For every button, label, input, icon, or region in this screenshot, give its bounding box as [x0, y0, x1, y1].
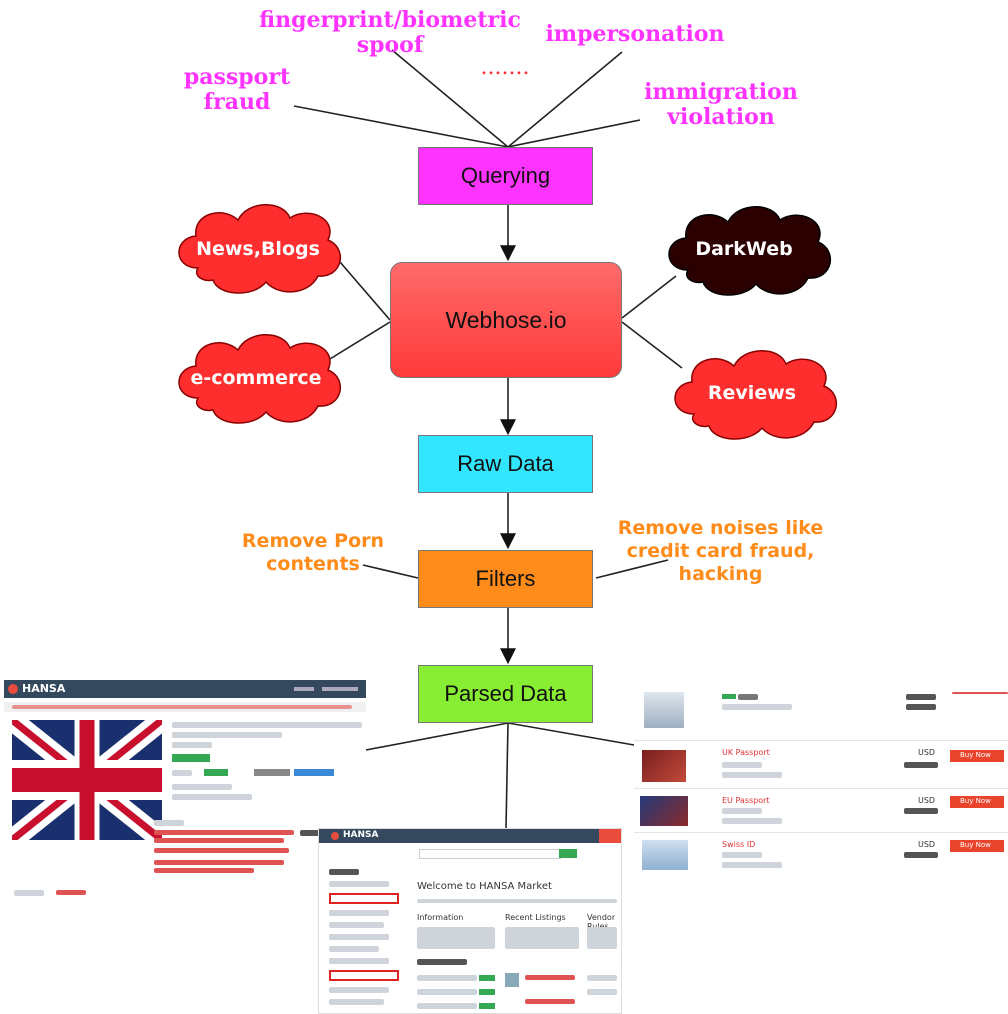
screenshot-left-brand: HANSA — [22, 682, 66, 695]
querying-box: Querying — [418, 147, 593, 205]
listing-row: EU Passport USD Buy Now — [634, 790, 1008, 833]
screenshot-left-listing: HANSA — [4, 680, 366, 905]
section-recent-listings: Recent Listings — [505, 913, 566, 922]
header-link-placeholder — [322, 687, 358, 691]
query-passport-label: passport fraud — [183, 64, 291, 115]
cloud-reviews — [674, 350, 838, 440]
listing-currency: USD — [918, 748, 936, 757]
buy-now-button[interactable]: Buy Now — [950, 796, 1004, 808]
screenshot-left-header: HANSA — [4, 680, 366, 698]
cloud-ecommerce — [178, 334, 342, 424]
cloud-darkweb-label: DarkWeb — [695, 238, 793, 260]
query-impersonation-label: impersonation — [545, 21, 725, 47]
screenshot-middle-brand: HANSA — [343, 830, 379, 840]
page-title: Welcome to HANSA Market — [417, 881, 552, 892]
listing-currency: USD — [918, 796, 936, 805]
cloud-reviews-label: Reviews — [707, 382, 797, 404]
listing-row — [634, 680, 1008, 741]
section-vendor-rules: Vendor Rules — [587, 913, 616, 931]
screenshot-middle-home: HANSA Welcome to HANSA Market Informatio… — [318, 828, 622, 1014]
listing-title: UK Passport — [722, 748, 770, 757]
search-input[interactable] — [419, 849, 561, 859]
search-button[interactable] — [559, 849, 577, 858]
hansa-logo-icon — [8, 684, 18, 694]
sidebar-categories — [329, 869, 399, 1011]
parsed-data-box: Parsed Data — [418, 665, 593, 723]
query-immigration-label: immigration violation — [644, 79, 798, 130]
screenshot-middle-header: HANSA — [319, 829, 621, 843]
listing-currency: USD — [918, 840, 936, 849]
query-ellipsis-label: ....... — [480, 55, 530, 80]
uk-flag-image — [12, 720, 162, 840]
cloud-darkweb — [668, 206, 832, 296]
filters-box: Filters — [418, 550, 593, 608]
listing-row: Swiss ID USD Buy Now — [634, 834, 1008, 876]
cloud-news-blogs-label: News,Blogs — [196, 238, 320, 260]
breadcrumb — [4, 702, 366, 712]
buy-now-button[interactable]: Buy Now — [950, 840, 1004, 852]
filter-note-noise: Remove noises like credit card fraud, ha… — [617, 517, 824, 585]
buy-now-label: Buy Now — [960, 797, 991, 805]
filter-note-porn: Remove Porn contents — [241, 530, 385, 575]
buy-now-label: Buy Now — [960, 841, 991, 849]
header-alert-badge — [599, 829, 621, 843]
cloud-ecommerce-label: e-commerce — [190, 367, 322, 389]
hansa-logo-icon — [331, 832, 339, 840]
query-fingerprint-label: fingerprint/biometric spoof — [259, 7, 521, 58]
buy-now-label: Buy Now — [960, 751, 991, 759]
raw-data-box: Raw Data — [418, 435, 593, 493]
header-link-placeholder — [294, 687, 314, 691]
listing-row: UK Passport USD Buy Now — [634, 742, 1008, 789]
buy-now-button[interactable]: Buy Now — [950, 750, 1004, 762]
cloud-news-blogs — [178, 204, 342, 294]
webhose-box: Webhose.io — [390, 262, 622, 378]
screenshot-right-listings: UK Passport USD Buy Now EU Passport USD … — [634, 680, 1008, 876]
listing-title: Swiss ID — [722, 840, 756, 849]
section-information: Information — [417, 913, 464, 922]
listing-title: EU Passport — [722, 796, 770, 805]
